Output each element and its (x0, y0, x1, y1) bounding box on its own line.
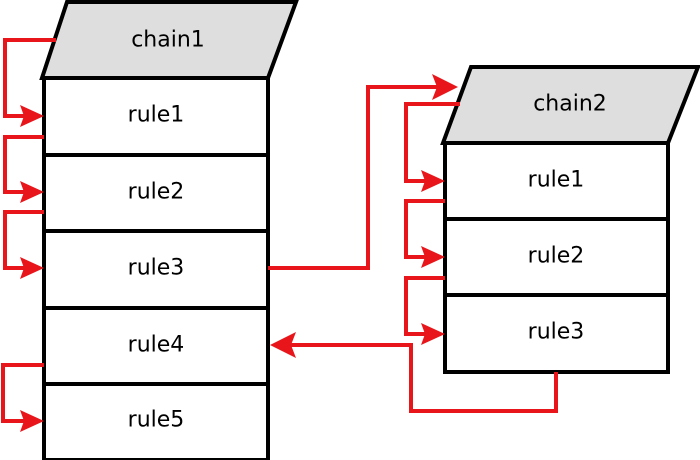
chain1-rule4-box (42, 306, 270, 386)
arrow-chain2-to-rule1 (404, 102, 460, 183)
arrow-chain1-rule3-to-chain2 (268, 85, 438, 270)
chain1-rule5-label: rule5 (128, 408, 185, 433)
arrowhead-to-chain2 (432, 74, 458, 100)
chain1-group: chain1 rule1 rule2 rule3 rule4 rule5 (39, 0, 299, 460)
chain1-rule3-box (42, 229, 270, 310)
arrowhead-chain2-rule2 (421, 246, 445, 268)
arrow-rule2-to-rule3 (3, 210, 44, 270)
chain2-rule3-box (443, 293, 670, 374)
chain1-rule1-box (42, 76, 270, 157)
chain2-rule1-box (443, 141, 670, 221)
chain2-rule3-label: rule3 (528, 320, 585, 345)
chain1-rule4-label: rule4 (128, 333, 185, 358)
arrowhead-chain2-rule3 (421, 323, 445, 345)
chain1-rule2-label: rule2 (128, 180, 185, 205)
chain1-rule5-box (42, 382, 270, 460)
arrowhead-chain2-rule1 (421, 170, 445, 192)
arrowhead-return-rule4 (270, 332, 296, 358)
chain2-group: chain2 rule1 rule2 rule3 (440, 65, 700, 374)
chain1-rule1-label: rule1 (128, 103, 185, 128)
chain2-rule2-box (443, 217, 670, 297)
arrowhead-rule2-rule3 (20, 257, 44, 279)
chain1-title: chain1 (131, 28, 205, 53)
arrow-chain2-rule2-to-rule3 (404, 276, 445, 336)
arrowhead-rule1-rule2 (20, 181, 44, 203)
arrow-return-to-chain1-rule4 (290, 343, 558, 413)
chain1-rule3-label: rule3 (128, 256, 185, 281)
arrow-rule4-to-rule5 (1, 363, 44, 423)
chain2-rule1-label: rule1 (528, 168, 585, 193)
arrow-rule1-to-rule2 (3, 135, 44, 194)
arrowhead-rule4-rule5 (20, 410, 44, 432)
chain2-rule2-label: rule2 (528, 244, 585, 269)
arrow-chain1-to-rule1 (3, 38, 56, 118)
arrow-chain2-rule1-to-rule2 (404, 199, 445, 259)
chain2-title: chain2 (533, 92, 607, 117)
flow-arrows (1, 38, 558, 432)
arrowhead-chain1-rule1 (20, 105, 44, 127)
